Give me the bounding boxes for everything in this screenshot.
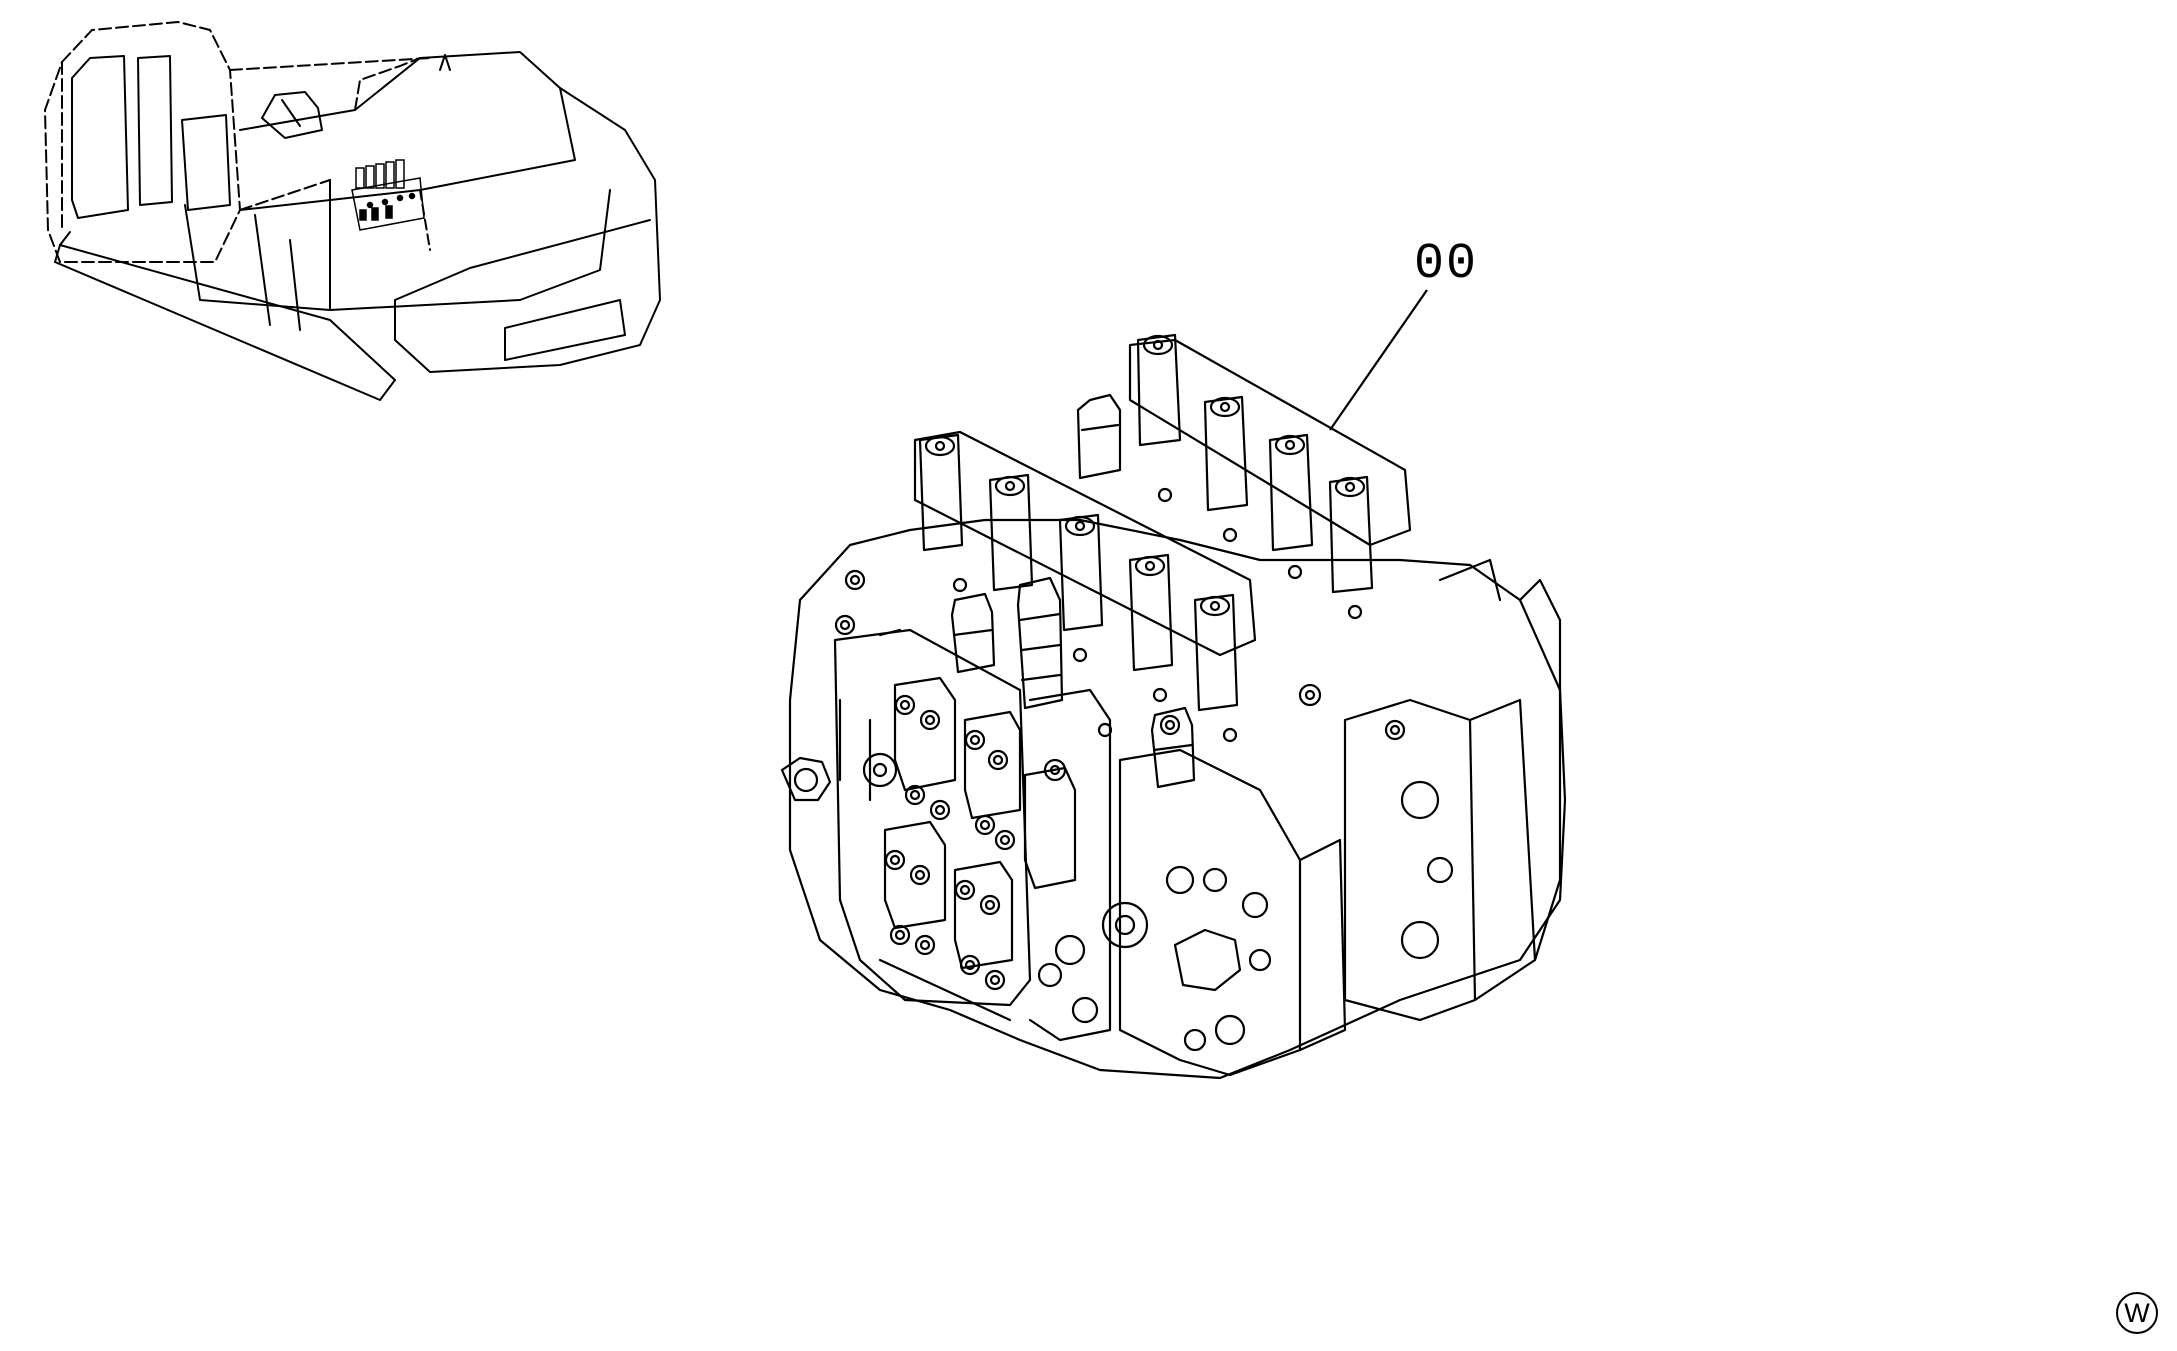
excavator-locator-icon (44, 21, 661, 401)
part-callout-label: 00 (1414, 236, 1479, 293)
corner-badge: W (2116, 1292, 2158, 1334)
control-valve-assembly-icon (780, 333, 1567, 1080)
